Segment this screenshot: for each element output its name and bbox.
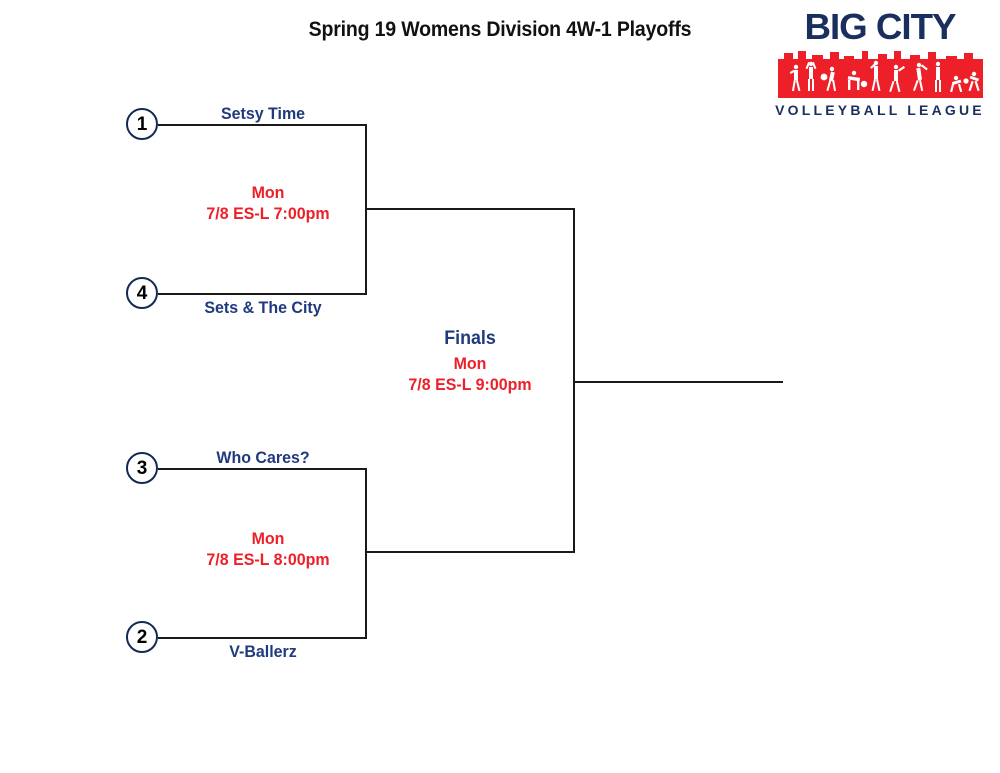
match-info-semifinal-1: Mon 7/8 ES-L 7:00pm — [174, 182, 362, 224]
team-label-seed3: Who Cares? — [216, 448, 310, 467]
logo-subtext: VOLLEYBALL LEAGUE — [775, 102, 985, 118]
seed-badge-3: 3 — [126, 452, 158, 484]
bracket-line-champion — [573, 381, 783, 383]
logo-wordmark: BIG CITY — [804, 6, 957, 47]
league-logo: BIG CITY — [772, 8, 988, 122]
seed-badge-1: 1 — [126, 108, 158, 140]
page-title: Spring 19 Womens Division 4W-1 Playoffs — [308, 18, 692, 41]
bracket-line-seed4 — [158, 293, 366, 295]
bracket-line-seed1 — [158, 124, 366, 126]
bracket-connector-semifinal-2 — [365, 468, 367, 639]
bracket-line-finals-bottom — [365, 551, 574, 553]
team-label-seed4: Sets & The City — [204, 298, 322, 317]
seed-badge-4: 4 — [126, 277, 158, 309]
match-day-semifinal-2: Mon — [251, 529, 285, 548]
match-day-semifinal-1: Mon — [251, 183, 285, 202]
bracket-line-finals-top — [365, 208, 574, 210]
team-label-seed1: Setsy Time — [220, 104, 306, 123]
match-info-semifinal-2: Mon 7/8 ES-L 8:00pm — [174, 528, 362, 570]
team-label-seed2: V-Ballerz — [229, 642, 297, 661]
finals-label: Finals — [444, 328, 496, 349]
city-skyline-icon — [778, 49, 983, 98]
bracket-line-seed3 — [158, 468, 366, 470]
match-info-finals: Mon 7/8 ES-L 9:00pm — [376, 353, 564, 395]
bracket-connector-finals — [573, 208, 575, 553]
bracket-line-seed2 — [158, 637, 366, 639]
seed-badge-2: 2 — [126, 621, 158, 653]
match-when-finals: 7/8 ES-L 9:00pm — [408, 375, 532, 394]
match-day-finals: Mon — [453, 354, 487, 373]
match-when-semifinal-1: 7/8 ES-L 7:00pm — [206, 204, 330, 223]
match-when-semifinal-2: 7/8 ES-L 8:00pm — [206, 550, 330, 569]
